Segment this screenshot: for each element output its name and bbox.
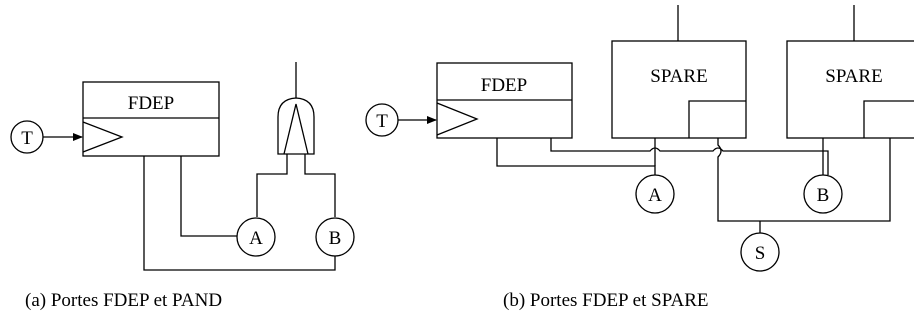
event-b-label-a: B	[329, 228, 342, 249]
event-a-node-a	[236, 217, 276, 257]
trigger-label-a: T	[21, 128, 33, 149]
fdep-to-a-wire	[180, 156, 237, 237]
fdep-label-b: FDEP	[481, 75, 527, 96]
event-b-node-a	[315, 217, 355, 257]
caption-a: (a) Portes FDEP et PAND	[25, 290, 222, 311]
trigger-label-b: T	[376, 111, 388, 132]
spare1-box	[611, 40, 747, 139]
fdep-to-a-wire-b	[496, 138, 656, 175]
fdep-to-b-wire-b	[550, 138, 829, 175]
spare2-label: SPARE	[825, 66, 882, 87]
event-b-node-b	[803, 174, 843, 214]
fdep-gate-a: FDEP	[82, 81, 220, 157]
pand-to-a-wire	[256, 154, 288, 217]
spare1-inner-slot	[688, 100, 746, 138]
caption-b: (b) Portes FDEP et SPARE	[503, 290, 709, 311]
spare2-box	[786, 40, 914, 139]
trigger-triangle-b	[436, 102, 479, 136]
event-b-label-b: B	[817, 185, 830, 206]
fdep-gate-b: FDEP	[436, 62, 573, 139]
event-s-node-b	[740, 232, 780, 272]
event-a-label-a: A	[249, 228, 263, 249]
fdep-to-b-wire	[143, 156, 336, 271]
spare1-label: SPARE	[650, 66, 707, 87]
spare1-to-s-wire	[717, 138, 760, 222]
spare-gate-1: SPARE	[611, 5, 747, 139]
event-a-node-b	[635, 174, 675, 214]
trigger-triangle-a	[82, 121, 124, 153]
pand-triangle-a	[283, 103, 309, 155]
spare2-to-s-wire	[760, 138, 891, 222]
pand-gate-a	[277, 62, 315, 155]
subfigure-b: FDEP T SPARE SPARE	[365, 5, 914, 311]
spare2-inner-slot	[863, 100, 914, 138]
pand-to-b-wire	[304, 154, 336, 217]
event-a-label-b: A	[648, 185, 662, 206]
fdep-label-a: FDEP	[128, 93, 174, 114]
spare-gate-2: SPARE	[786, 5, 914, 139]
event-s-label-b: S	[755, 243, 766, 264]
subfigure-a: FDEP T A B (a) Portes FDEP et PAND	[10, 62, 355, 311]
